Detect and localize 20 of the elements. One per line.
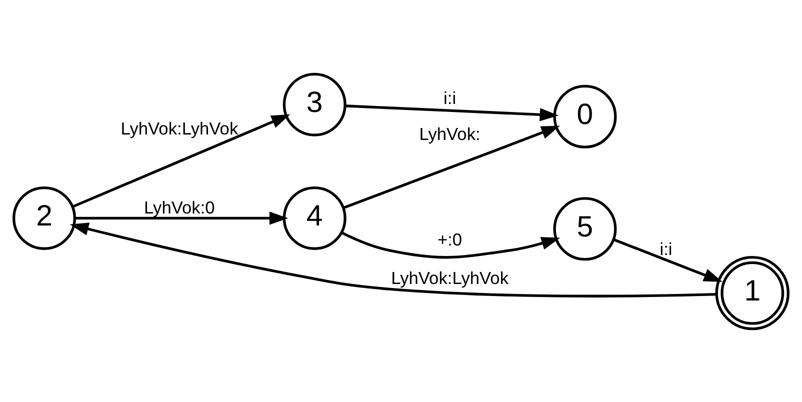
edge-label: +:0	[437, 228, 462, 249]
arrow	[70, 222, 717, 297]
node-circle: 1	[715, 255, 790, 330]
edge-label: LyhVok:LyhVok	[391, 268, 508, 288]
arrow	[343, 125, 560, 209]
arrow	[613, 238, 722, 282]
node-circle: 2	[12, 186, 76, 250]
node-circle: 3	[282, 72, 346, 136]
arrow	[345, 104, 559, 121]
arrow	[72, 114, 290, 208]
edge-label: LyhVok:0	[144, 196, 215, 217]
edge-label: LyhVok:LyhVok	[120, 118, 238, 138]
edge-label: i:i	[660, 238, 672, 258]
node-circle: 4	[282, 186, 346, 250]
node-circle: 0	[553, 84, 617, 148]
node-circle: 5	[553, 196, 617, 260]
edge-label: i:i	[444, 87, 456, 108]
edge-label: LyhVok:	[419, 123, 480, 144]
arrow	[340, 230, 560, 258]
arrow	[74, 211, 288, 224]
